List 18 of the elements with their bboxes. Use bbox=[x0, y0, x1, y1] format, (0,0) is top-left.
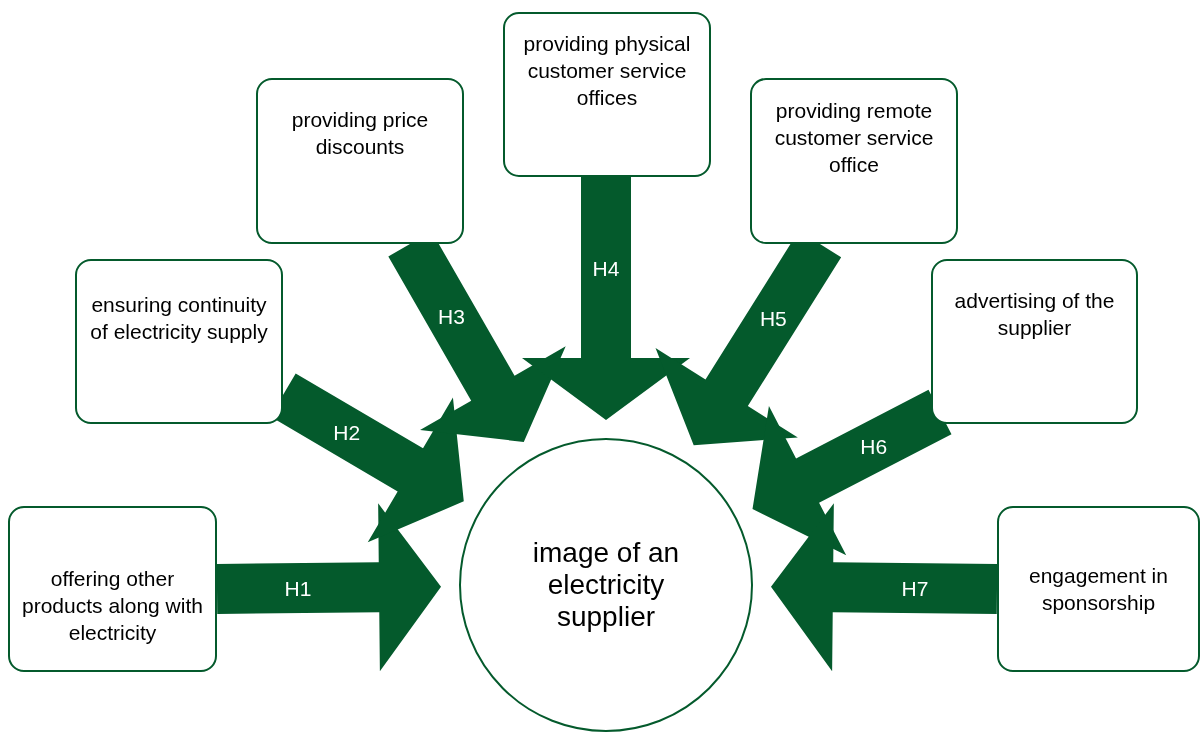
edge-label: H2 bbox=[333, 421, 361, 443]
factor-box: offering other products along with electricity bbox=[8, 506, 217, 672]
block-arrow bbox=[216, 503, 441, 672]
edge-label: H1 bbox=[284, 577, 312, 599]
factor-box: providing price discounts bbox=[256, 78, 464, 244]
factor-box: providing remote customer service office bbox=[750, 78, 958, 244]
block-arrow bbox=[752, 389, 952, 556]
edge-label: H7 bbox=[901, 577, 929, 599]
edge-label: H4 bbox=[592, 257, 620, 278]
block-arrow bbox=[771, 503, 998, 672]
edge-label: H3 bbox=[438, 305, 465, 327]
factor-box: ensuring continuity of electricity supply bbox=[75, 259, 283, 424]
factor-box: advertising of the supplier bbox=[931, 259, 1138, 424]
edge-label: H5 bbox=[759, 307, 787, 329]
edge-label: H6 bbox=[860, 435, 888, 457]
factor-box: engagement in sponsorship bbox=[997, 506, 1200, 672]
block-arrow bbox=[522, 177, 690, 420]
factor-box: providing physical customer service offices bbox=[503, 12, 711, 177]
